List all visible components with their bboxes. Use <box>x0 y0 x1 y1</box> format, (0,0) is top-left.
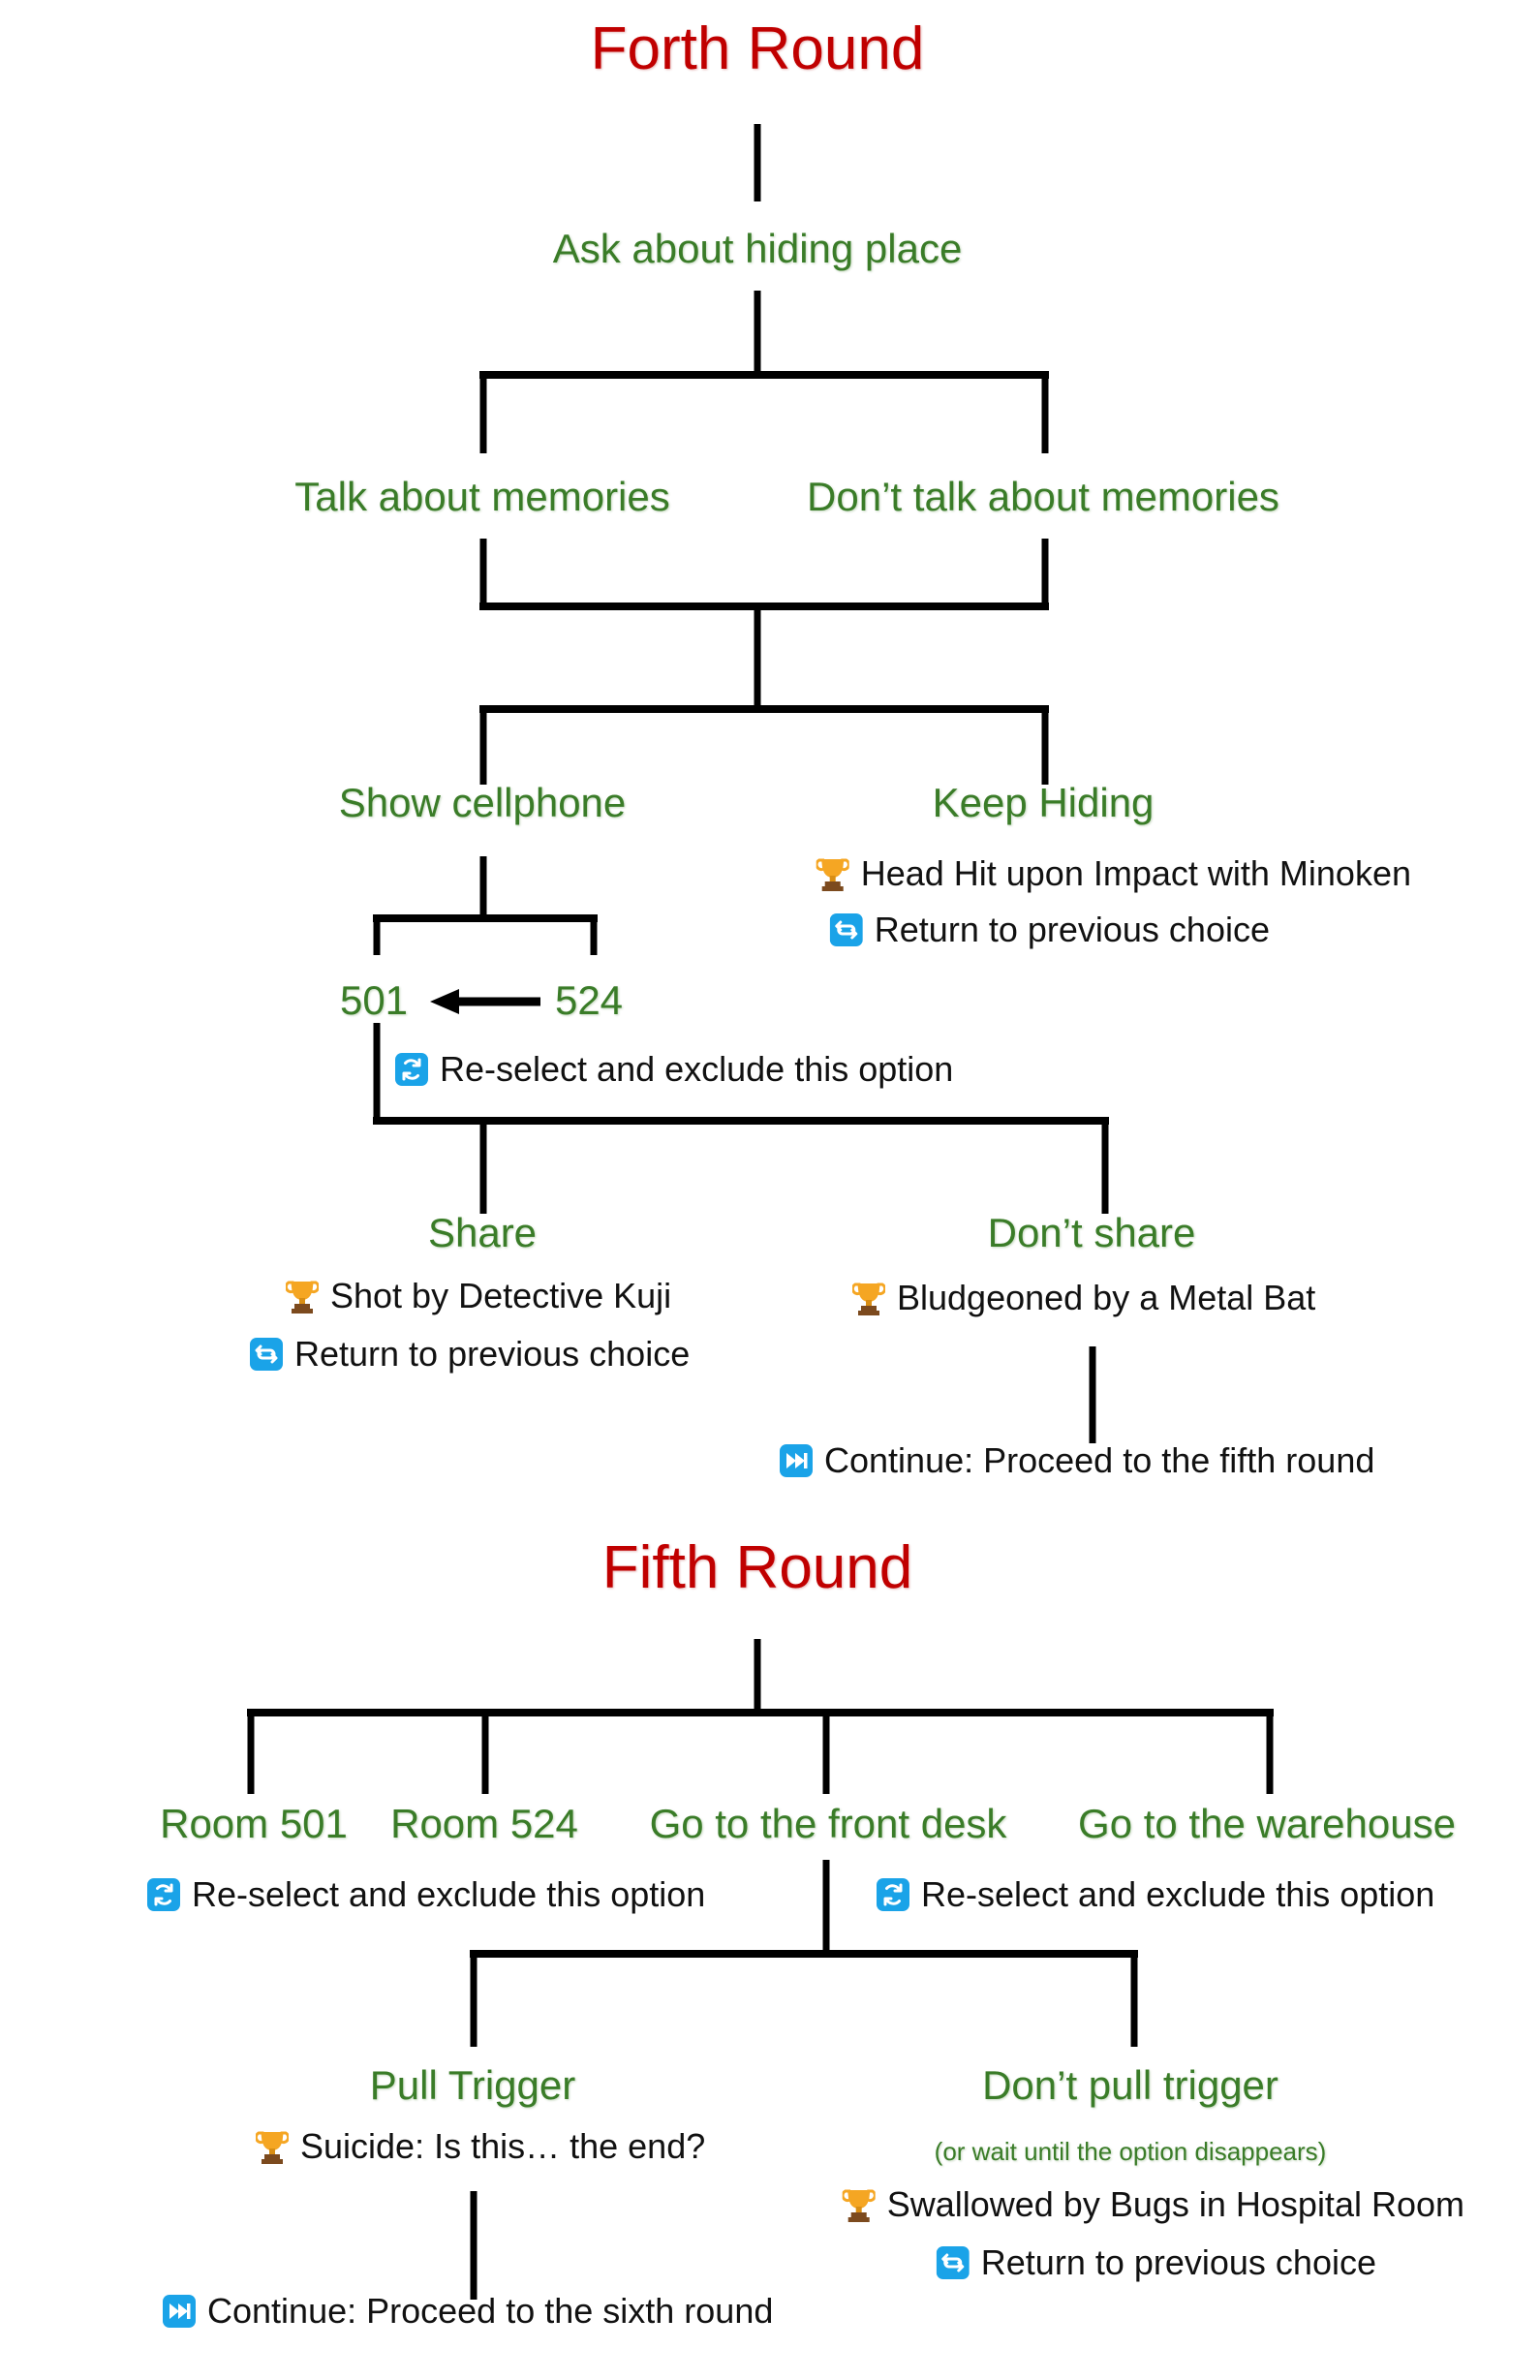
note-text: Continue: Proceed to the sixth round <box>207 2291 774 2331</box>
note-text: Head Hit upon Impact with Minoken <box>860 853 1411 893</box>
connector-fifth-b4 <box>1266 1709 1274 1794</box>
node-pull-trigger[interactable]: Pull Trigger <box>369 2062 576 2108</box>
round-title-fifth: Fifth Round <box>601 1534 913 1601</box>
node-dont-pull-trigger[interactable]: Don’t pull trigger <box>982 2062 1278 2108</box>
note-continue-fifth: Continue: Proceed to the fifth round <box>780 1443 1374 1478</box>
note-dont-pull-ending: Swallowed by Bugs in Hospital Room <box>842 2184 1464 2224</box>
connector-merge-to-split2 <box>754 603 761 711</box>
reselect-refresh-icon <box>147 1878 180 1911</box>
connector-dontshare-down <box>1089 1346 1096 1443</box>
node-show-cellphone[interactable]: Show cellphone <box>338 780 627 825</box>
note-text: Continue: Proceed to the fifth round <box>824 1440 1375 1480</box>
note-text: Swallowed by Bugs in Hospital Room <box>886 2184 1464 2224</box>
connector-fifth-b2 <box>481 1709 489 1794</box>
trophy-icon <box>286 1279 319 1314</box>
split-bar-share <box>373 1117 1109 1125</box>
note-text: Return to previous choice <box>294 1334 691 1374</box>
split-bar-trigger <box>470 1950 1138 1958</box>
connector-frontdesk-down <box>822 1860 830 1955</box>
note-share-return: Return to previous choice <box>250 1337 690 1372</box>
node-room-524-short[interactable]: 524 <box>554 977 624 1023</box>
node-go-to-front-desk[interactable]: Go to the front desk <box>649 1801 1007 1846</box>
note-rooms-reselect: Re-select and exclude this option <box>147 1877 705 1912</box>
connector-pulltrigger-down <box>470 2191 477 2300</box>
connector-share-right <box>1101 1117 1109 1214</box>
split-bar-fifth <box>247 1709 1274 1716</box>
note-dont-pull-return: Return to previous choice <box>936 2242 1376 2282</box>
return-loop-icon <box>936 2246 970 2279</box>
node-room-524[interactable]: Room 524 <box>390 1801 578 1846</box>
node-keep-hiding[interactable]: Keep Hiding <box>932 780 1155 825</box>
connector-rooms-left <box>373 914 381 955</box>
note-text: Shot by Detective Kuji <box>330 1276 672 1315</box>
return-loop-icon <box>250 1338 283 1371</box>
connector-split2-left <box>479 705 487 785</box>
note-text: Re-select and exclude this option <box>440 1049 954 1089</box>
node-dont-talk-about-memories[interactable]: Don’t talk about memories <box>807 474 1279 519</box>
node-ask-about-hiding-place[interactable]: Ask about hiding place <box>552 226 963 271</box>
split-bar-rooms-small <box>373 914 598 922</box>
connector-title-to-ask <box>754 124 761 201</box>
connector-fifth-title-down <box>754 1639 761 1716</box>
note-warehouse-reselect: Re-select and exclude this option <box>877 1877 1434 1912</box>
merge-bar-memories <box>479 603 1049 610</box>
note-keep-hiding-ending: Head Hit upon Impact with Minoken <box>816 856 1411 891</box>
connector-fifth-b3 <box>822 1709 830 1794</box>
node-share[interactable]: Share <box>427 1210 538 1255</box>
connector-share-left <box>479 1117 487 1214</box>
connector-trigger-left <box>470 1950 477 2047</box>
connector-cellphone-down <box>479 856 487 922</box>
note-dont-share-ending: Bludgeoned by a Metal Bat <box>852 1281 1315 1315</box>
connector-fifth-b1 <box>247 1709 255 1794</box>
note-text: Return to previous choice <box>980 2242 1376 2282</box>
trophy-icon <box>852 1281 885 1315</box>
continue-skip-forward-icon <box>163 2295 196 2328</box>
trophy-icon <box>256 2129 289 2164</box>
split-bar-cellphone <box>479 705 1049 713</box>
trophy-icon <box>842 2187 876 2222</box>
node-dont-pull-trigger-subtext: (or wait until the option disappears) <box>934 2137 1327 2166</box>
connector-rooms-right <box>590 914 598 955</box>
node-room-501[interactable]: Room 501 <box>160 1801 348 1846</box>
connector-donttalk-down <box>1041 539 1049 608</box>
note-text: Return to previous choice <box>874 910 1270 949</box>
return-loop-icon <box>829 913 863 946</box>
node-go-to-warehouse[interactable]: Go to the warehouse <box>1078 1801 1456 1846</box>
connector-split2-right <box>1041 705 1049 785</box>
connector-split1-right <box>1041 371 1049 453</box>
connector-talk-down <box>479 539 487 608</box>
split-bar-memories <box>479 371 1049 379</box>
reselect-refresh-icon <box>877 1878 909 1911</box>
note-pull-trigger-ending: Suicide: Is this… the end? <box>256 2129 705 2164</box>
reselect-refresh-icon <box>395 1053 428 1086</box>
node-room-501-short[interactable]: 501 <box>339 977 409 1023</box>
note-cellphone-reselect: Re-select and exclude this option <box>395 1052 953 1087</box>
connector-501-down <box>373 1023 381 1125</box>
note-continue-sixth: Continue: Proceed to the sixth round <box>163 2294 773 2329</box>
arrow-left-icon <box>426 988 542 1020</box>
note-text: Re-select and exclude this option <box>921 1874 1435 1914</box>
note-keep-hiding-return: Return to previous choice <box>829 910 1270 949</box>
connector-ask-to-split1 <box>754 291 761 373</box>
continue-skip-forward-icon <box>780 1444 813 1477</box>
node-dont-share[interactable]: Don’t share <box>987 1210 1196 1255</box>
note-text: Suicide: Is this… the end? <box>300 2126 706 2166</box>
round-title-forth: Forth Round <box>590 15 925 82</box>
node-talk-about-memories[interactable]: Talk about memories <box>294 474 670 519</box>
connector-split1-left <box>479 371 487 453</box>
note-share-ending: Shot by Detective Kuji <box>286 1279 671 1314</box>
note-text: Re-select and exclude this option <box>192 1874 706 1914</box>
trophy-icon <box>816 856 849 891</box>
note-text: Bludgeoned by a Metal Bat <box>897 1278 1316 1317</box>
connector-trigger-right <box>1130 1950 1138 2047</box>
